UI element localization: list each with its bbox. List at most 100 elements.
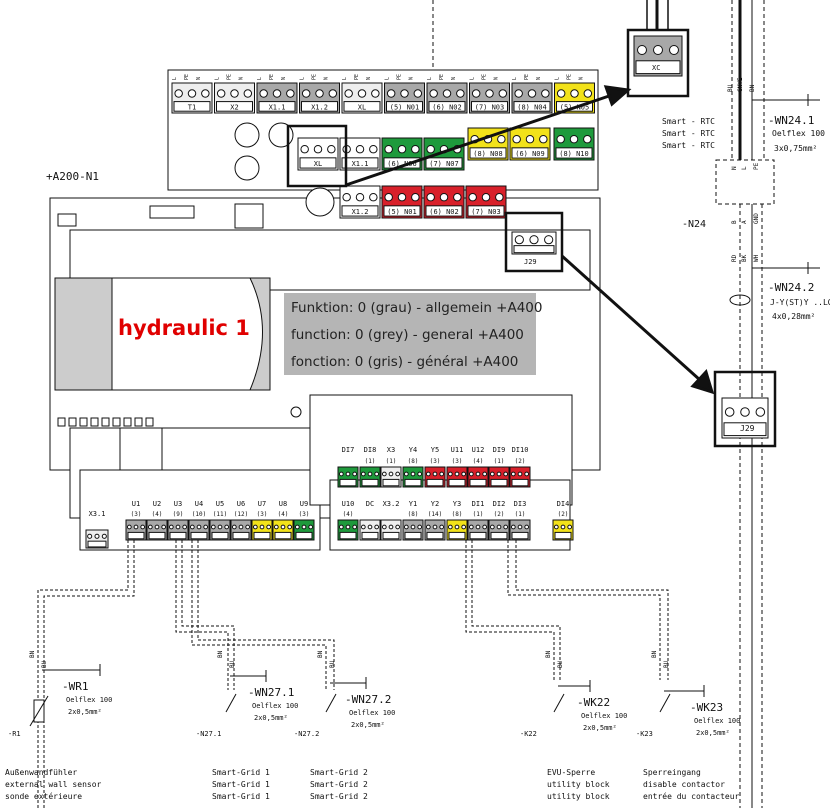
bottom-row-label: DI2	[493, 500, 506, 508]
wire-color-top: BN	[749, 84, 756, 92]
di-terminal	[509, 466, 531, 488]
bottom-num-label: (8)	[408, 511, 419, 518]
led	[112, 417, 121, 427]
n24-label: -N24	[682, 219, 706, 230]
bottom-num-label: (4)	[343, 511, 354, 518]
led-row	[57, 406, 302, 427]
bottom-row-label: X3.2	[383, 500, 400, 508]
top-terminal: X1.2	[299, 82, 340, 114]
top-pin-letter: PE	[312, 74, 318, 80]
x31-label: X3.1	[89, 510, 106, 518]
top-pin-letter: L	[470, 77, 476, 80]
bottom-terminal	[337, 519, 359, 541]
top-terminal-label: X1.1	[269, 103, 286, 111]
device-ref: -K23	[636, 730, 653, 738]
di-row-label: Y5	[431, 446, 439, 454]
hydraulic-label: hydraulic 1	[118, 316, 250, 340]
top-terminal-label: (7) N03	[475, 103, 505, 111]
cable-name: -WN27.2	[345, 693, 391, 706]
red-row-terminal-label: (6) N02	[429, 208, 459, 216]
top-pin-letter: PE	[397, 74, 403, 80]
callout-arrows	[345, 85, 715, 395]
u-num-label: (3)	[131, 511, 142, 518]
upper-pin: L	[741, 166, 748, 170]
device-ref: -N27.2	[294, 730, 319, 738]
u-row-label: U2	[153, 500, 161, 508]
wire-color-bus: BK	[741, 254, 748, 262]
led	[101, 417, 110, 427]
top-pin-letter: PE	[184, 74, 190, 80]
bottom-num-label: (14)	[428, 511, 442, 518]
wn241-size: 3x0,75mm²	[774, 144, 817, 153]
u-terminal	[230, 519, 252, 541]
top-terminal: (7) N03	[469, 82, 510, 114]
red-row-terminal: (6) N02	[423, 185, 465, 219]
bottom-row-label: U10	[342, 500, 355, 508]
wire-color-bus: RD	[731, 254, 738, 262]
function-line-fr: fonction: 0 (gris) - général +A400	[291, 354, 518, 370]
contact-symbol	[659, 693, 671, 713]
led	[145, 417, 154, 427]
device-ref: -K22	[520, 730, 537, 738]
bottom-row-label: DI4	[557, 500, 570, 508]
device-desc: Außenwandfühler	[5, 768, 77, 777]
top-pin-letter: PE	[524, 74, 530, 80]
j29-board-label: J29	[524, 258, 537, 266]
u-num-label: (4)	[152, 511, 163, 518]
red-row-terminal: X1.2	[339, 185, 381, 219]
highlight-boxes	[286, 28, 777, 448]
u-terminal	[293, 519, 315, 541]
u-row-label: U1	[132, 500, 140, 508]
top-terminal: T1	[171, 82, 213, 114]
bottom-terminal	[488, 519, 510, 541]
device-ref: -R1	[8, 730, 21, 738]
u-num-label: (12)	[234, 511, 248, 518]
bottom-terminal	[359, 519, 381, 541]
u-terminal	[251, 519, 273, 541]
u-num-label: (3)	[299, 511, 310, 518]
di-num-label: (4)	[473, 458, 484, 465]
zoom-terminals	[633, 35, 769, 439]
top-terminal: (8) N04	[511, 82, 553, 114]
bottom-terminal	[552, 519, 574, 541]
mid-terminal-x11-label: X1.1	[352, 160, 369, 168]
bottom-num-label: (2)	[494, 511, 505, 518]
top-pin-letter: L	[257, 77, 263, 80]
cable-size: 2x0,5mm²	[583, 724, 617, 732]
di-terminal	[488, 466, 510, 488]
di-terminal	[402, 466, 424, 488]
bottom-terminal	[509, 519, 531, 541]
di-num-label: (1)	[365, 458, 376, 465]
cable-size: 2x0,5mm²	[254, 714, 288, 722]
bottom-row-label: Y3	[453, 500, 461, 508]
top-terminal: XL	[341, 82, 383, 114]
bottom-terminal	[402, 519, 424, 541]
right-cable-lines	[432, 0, 820, 808]
bus-pin: B	[731, 220, 738, 224]
red-row-terminal-label: (7) N03	[471, 208, 501, 216]
u-terminal	[209, 519, 231, 541]
bottom-num-label: (1)	[515, 511, 526, 518]
xc-zoom-label: XC	[652, 64, 660, 72]
device-desc: utility block	[547, 792, 610, 801]
u-row-label: U7	[258, 500, 266, 508]
top-pin-letter: L	[385, 77, 391, 80]
u-terminal	[167, 519, 189, 541]
top-terminal-label: (5) N01	[390, 103, 420, 111]
cable-name: -WR1	[62, 680, 89, 693]
di-terminal	[446, 466, 468, 488]
u-num-label: (10)	[192, 511, 206, 518]
device-ref: -N27.1	[196, 730, 221, 738]
bus-pin: A	[741, 220, 748, 224]
top-pin-letter: N	[536, 77, 542, 80]
top-terminal: X2	[214, 82, 255, 114]
di-row-label: DI10	[512, 446, 529, 454]
top-terminal-label: X1.2	[311, 103, 328, 111]
